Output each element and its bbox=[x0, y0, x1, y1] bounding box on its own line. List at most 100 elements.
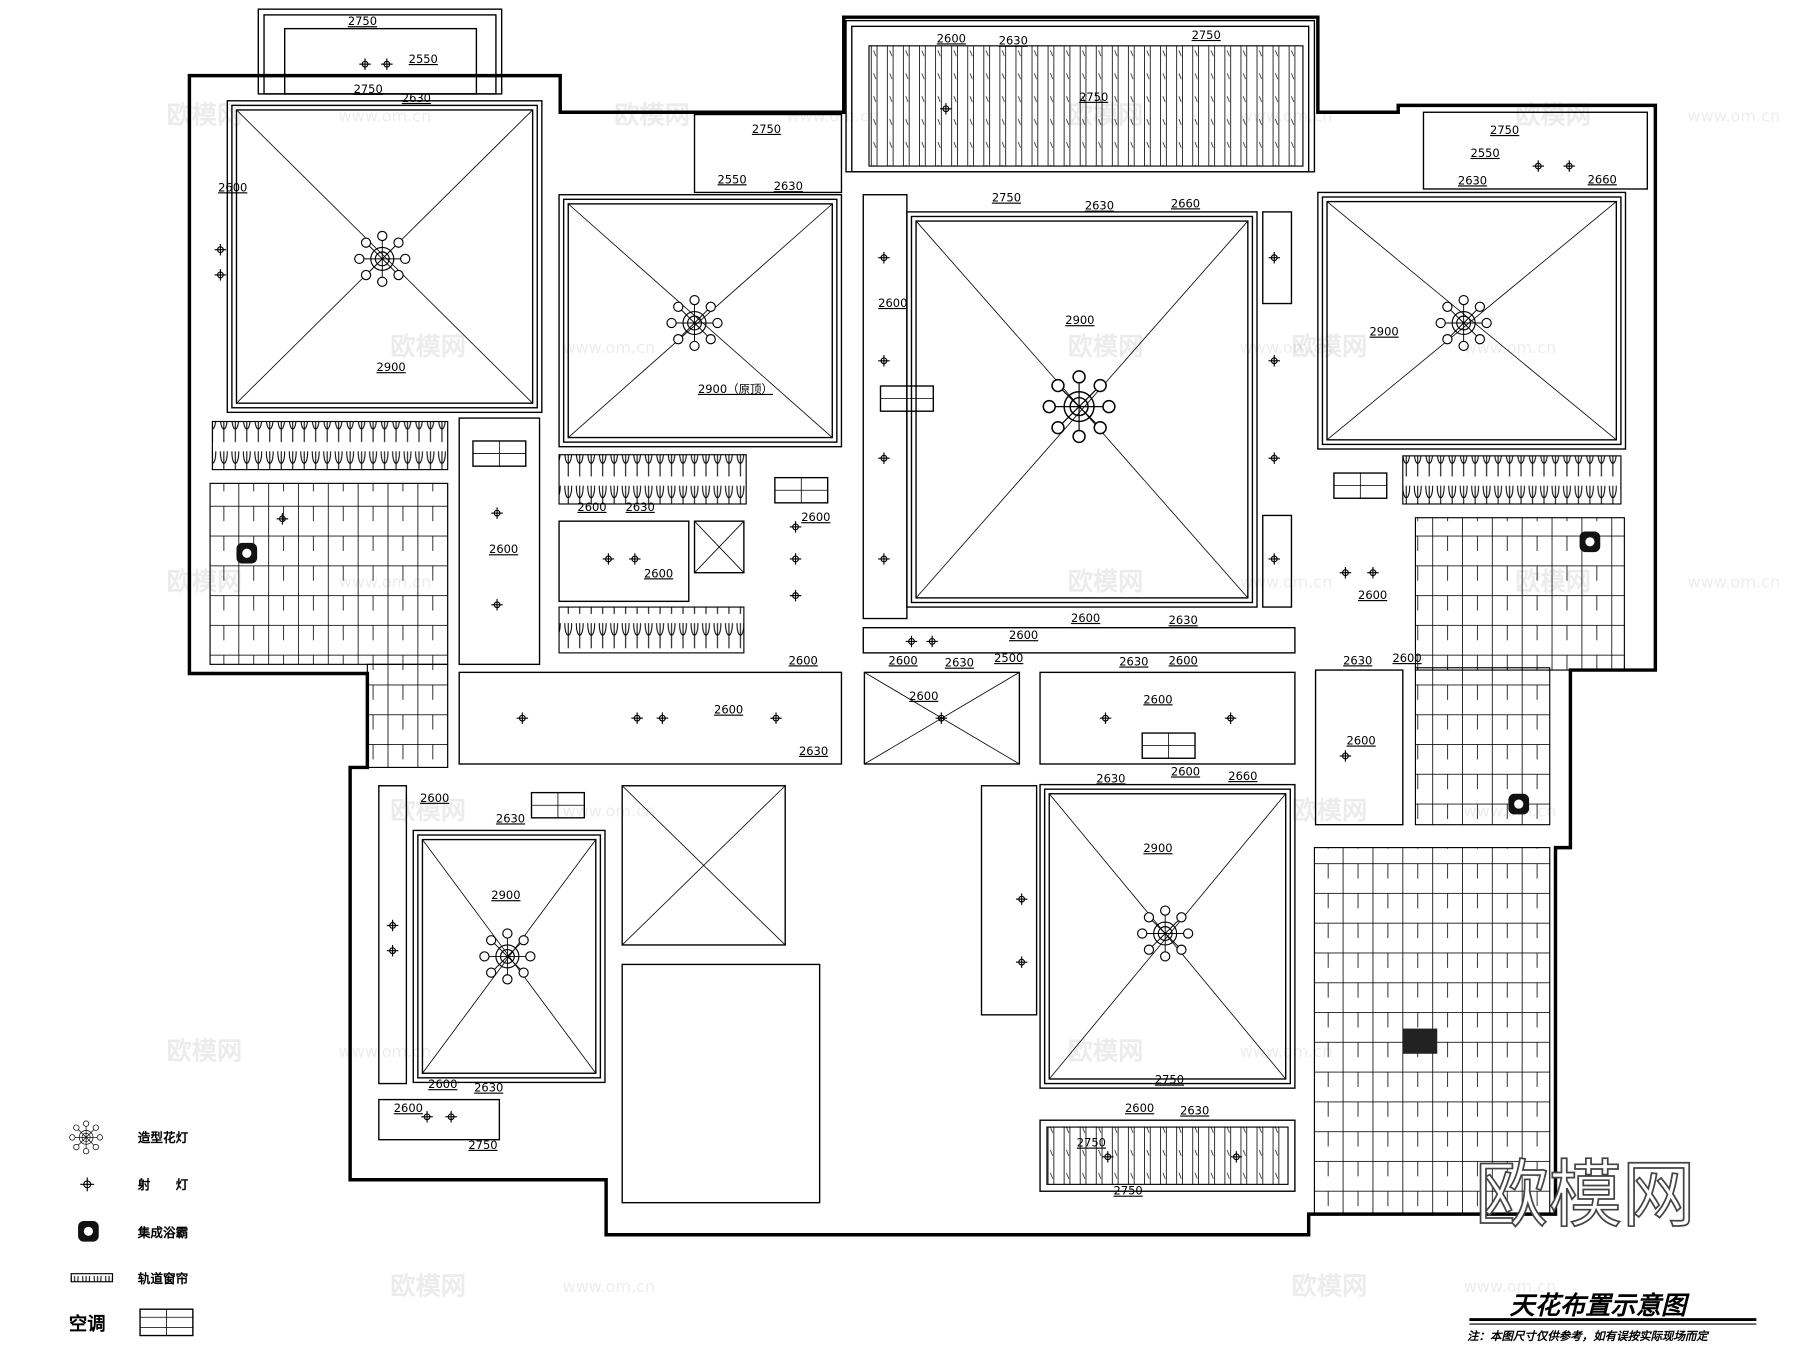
air-conditioner-icon bbox=[530, 791, 585, 819]
ceiling-height-label: 2600 bbox=[789, 653, 818, 667]
coffered-ceiling bbox=[1039, 783, 1296, 1089]
ceiling-height-label: 2630 bbox=[1119, 654, 1148, 668]
spotlight-icon bbox=[386, 944, 399, 957]
ceiling-height-label: 2600 bbox=[644, 566, 673, 580]
ceiling-height-label: 2900 bbox=[491, 888, 520, 902]
ceiling-height-label: 2900 bbox=[1370, 325, 1399, 339]
watermark-text: 欧模网 bbox=[1291, 796, 1367, 825]
spotlight-icon bbox=[214, 243, 227, 256]
spotlight-icon bbox=[770, 712, 782, 724]
ceiling-height-label: 2750 bbox=[1077, 1136, 1106, 1150]
spotlight-icon bbox=[1099, 712, 1112, 724]
drawing-note: 注：本图尺寸仅供参考，如有误按实际现场而定 bbox=[1467, 1329, 1709, 1343]
spotlight-icon bbox=[905, 635, 918, 648]
spotlight-icon bbox=[878, 251, 890, 264]
spotlight-icon bbox=[940, 103, 952, 115]
chandelier-icon bbox=[1042, 370, 1116, 444]
curtain-strip bbox=[558, 606, 745, 654]
curtain-strip bbox=[1402, 455, 1622, 505]
spotlight-icon bbox=[1268, 251, 1280, 264]
ceiling-height-label: 2600 bbox=[1347, 734, 1376, 748]
spotlight-icon bbox=[631, 712, 643, 724]
watermark-url: www.om.cn bbox=[339, 106, 432, 125]
ceiling-height-label: 2600 bbox=[394, 1101, 423, 1115]
legend-label: 轨道窗帘 bbox=[138, 1271, 189, 1286]
watermark-url: www.om.cn bbox=[1464, 802, 1557, 821]
coffered-ceiling bbox=[412, 829, 606, 1084]
ceiling-height-label: 2600 bbox=[489, 542, 518, 556]
ceiling-height-label: 2660 bbox=[1588, 172, 1617, 186]
watermark-text: 欧模网 bbox=[614, 101, 690, 130]
corridor bbox=[458, 417, 541, 666]
ceiling-height-label: 2600 bbox=[1009, 628, 1038, 642]
air-conditioner-icon bbox=[472, 440, 527, 467]
watermark-text: 欧模网 bbox=[1515, 101, 1591, 130]
spotlight-icon bbox=[491, 507, 503, 519]
balcony-top-center bbox=[845, 19, 1316, 173]
living-bottom-strip bbox=[862, 626, 1296, 654]
spotlight-icon bbox=[602, 553, 615, 565]
watermark-text: 欧模网 bbox=[1291, 332, 1367, 361]
legend-label: 射 灯 bbox=[137, 1177, 189, 1192]
small-room bbox=[378, 1098, 501, 1141]
ceiling-height-label: 2900（原顶） bbox=[698, 382, 773, 396]
ceiling-height-label: 2600 bbox=[909, 689, 938, 703]
spotlight-icon bbox=[1268, 355, 1280, 367]
room-plain bbox=[621, 963, 821, 1204]
ceiling-height-label: 2550 bbox=[409, 52, 438, 66]
watermark-logo: 欧模网 bbox=[1475, 1153, 1695, 1238]
ceiling-height-label: 2750 bbox=[1114, 1184, 1143, 1198]
watermark-url: www.om.cn bbox=[563, 802, 656, 821]
corridor bbox=[1039, 671, 1296, 765]
chandelier-icon bbox=[69, 1120, 103, 1155]
spotlight-icon bbox=[926, 635, 938, 648]
bath-heater-icon bbox=[78, 1221, 99, 1242]
legend-label: 空调 bbox=[69, 1313, 106, 1335]
watermark-url: www.om.cn bbox=[1240, 573, 1333, 592]
ceiling-height-label: 2600 bbox=[714, 703, 743, 717]
watermark-url: www.om.cn bbox=[339, 573, 432, 592]
spotlight-icon bbox=[381, 58, 393, 70]
watermark-text: 欧模网 bbox=[1068, 567, 1144, 596]
spotlight-icon bbox=[878, 355, 890, 367]
watermark-text: 欧模网 bbox=[166, 1037, 242, 1066]
ceiling-height-label: 2500 bbox=[994, 651, 1023, 665]
watermark-url: www.om.cn bbox=[786, 106, 879, 125]
watermark-url: www.om.cn bbox=[1688, 573, 1781, 592]
ceiling-height-label: 2900 bbox=[1065, 313, 1094, 327]
room-void bbox=[693, 520, 745, 574]
watermark-url: www.om.cn bbox=[1240, 106, 1333, 125]
ceiling-height-label: 2630 bbox=[626, 500, 655, 514]
ceiling-height-label: 2600 bbox=[1125, 1101, 1154, 1115]
ceiling-height-label: 2750 bbox=[752, 122, 781, 136]
watermark-text: 欧模网 bbox=[1068, 1037, 1144, 1066]
spotlight-icon bbox=[935, 712, 948, 724]
ceiling-height-label: 2660 bbox=[1228, 769, 1257, 783]
chandelier-icon bbox=[354, 230, 411, 287]
ceiling-height-label: 2750 bbox=[468, 1138, 497, 1152]
ceiling-height-label: 2630 bbox=[496, 811, 525, 825]
spotlight-icon bbox=[789, 553, 802, 565]
storage-room bbox=[558, 520, 690, 603]
ceiling-height-label: 2600 bbox=[801, 510, 830, 524]
watermark-url: www.om.cn bbox=[1464, 338, 1557, 357]
bath-heater-icon bbox=[236, 542, 258, 564]
ceiling-height-label: 2630 bbox=[999, 34, 1028, 48]
ceiling-height-label: 2550 bbox=[717, 172, 746, 186]
spotlight-icon bbox=[1367, 566, 1379, 579]
ceiling-height-label: 2630 bbox=[774, 179, 803, 193]
coffered-ceiling bbox=[558, 194, 843, 448]
ceiling-height-label: 2630 bbox=[1343, 653, 1372, 667]
watermark-text: 欧模网 bbox=[390, 332, 466, 361]
balcony-top-right bbox=[1422, 111, 1649, 190]
ceiling-height-label: 2600 bbox=[1358, 588, 1387, 602]
spotlight-icon bbox=[1532, 160, 1545, 172]
side-corridor bbox=[862, 194, 908, 620]
chandelier-icon bbox=[479, 928, 536, 985]
ceiling-height-label: 2600 bbox=[1169, 653, 1198, 667]
chandelier-icon bbox=[666, 294, 723, 352]
legend-label: 造型花灯 bbox=[138, 1130, 189, 1145]
watermark-text: 欧模网 bbox=[1068, 332, 1144, 361]
ceiling-height-label: 2750 bbox=[1079, 90, 1108, 104]
